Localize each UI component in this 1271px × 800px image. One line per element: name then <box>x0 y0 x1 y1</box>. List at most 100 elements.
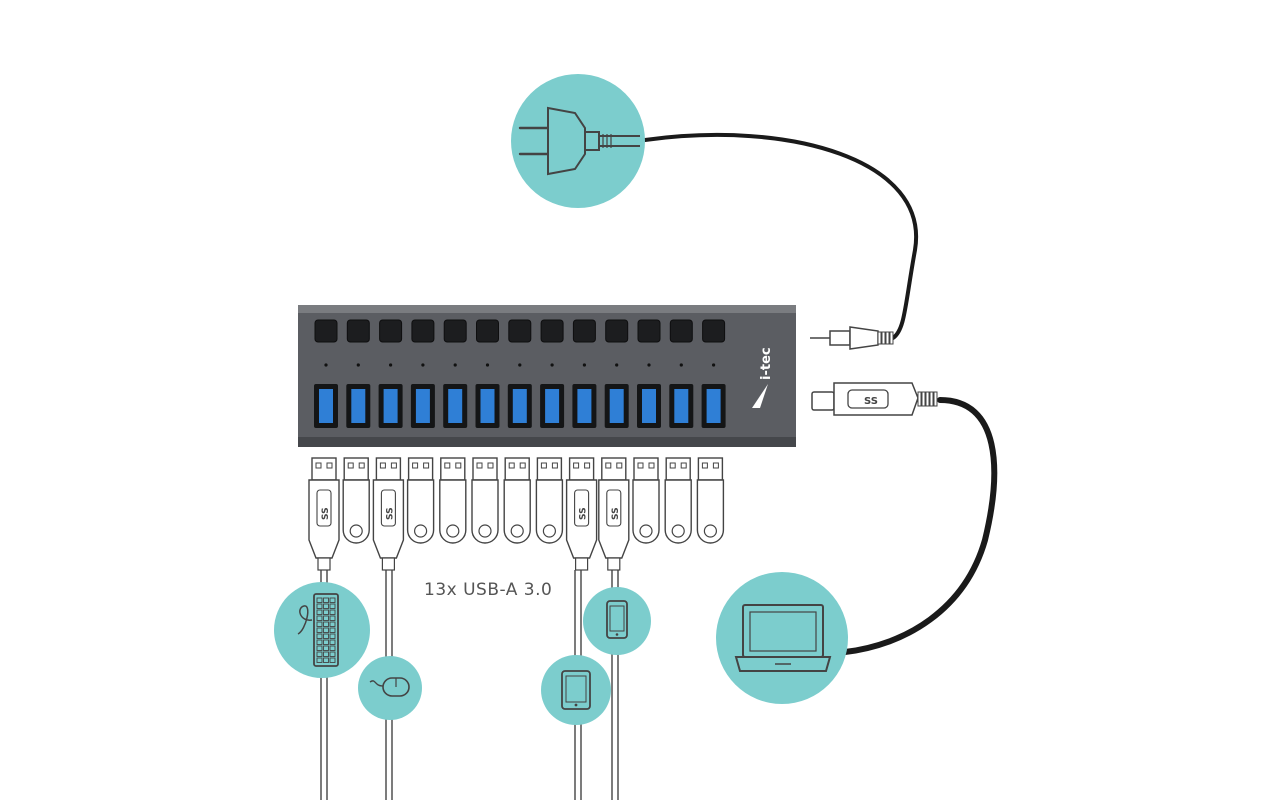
plug-contact <box>648 462 655 469</box>
plug-contact <box>315 462 322 469</box>
usb-flash-drive <box>664 457 692 544</box>
plug-badge-frame <box>380 489 396 527</box>
keyboard-key <box>323 603 329 609</box>
keyboard-key <box>316 615 323 621</box>
tablet-badge <box>541 655 611 725</box>
dc-plug-body <box>849 326 879 350</box>
port-led <box>550 363 554 367</box>
keyboard-key <box>329 633 336 639</box>
keyboard-key <box>329 651 336 657</box>
keyboard-key <box>323 657 329 663</box>
brand-swoosh-icon <box>752 384 768 408</box>
keyboard-key <box>316 645 323 651</box>
plug-tip <box>472 457 498 481</box>
dc-strain-relief <box>877 331 882 345</box>
plug-tip <box>633 457 659 481</box>
port-led <box>485 363 490 367</box>
usb-a-cable-plug: SS <box>565 457 598 571</box>
plug-contact <box>326 462 333 469</box>
drive-body <box>406 479 435 544</box>
power-plug-icon <box>518 106 640 176</box>
usb-flash-drive <box>632 457 660 544</box>
smartphone-icon <box>606 600 628 639</box>
plug-contact <box>358 462 365 469</box>
keyboard-key <box>329 627 336 633</box>
keyboard-key <box>329 645 336 651</box>
port-switch <box>572 319 596 343</box>
usb-port-tongue <box>545 389 560 423</box>
usb-port-tongue <box>448 389 463 423</box>
power-plug-badge <box>511 74 645 208</box>
plug-housing <box>547 106 586 176</box>
mouse-icon <box>369 677 410 697</box>
keyboard-key <box>316 597 323 603</box>
keyboard-cord <box>297 605 313 635</box>
hub-top-edge <box>298 305 796 313</box>
usb-b-badge: SS <box>864 396 878 407</box>
plug-tip <box>440 457 466 481</box>
plug-strain-relief <box>607 557 621 571</box>
keyboard-key <box>316 621 323 627</box>
usb-flash-drive <box>439 457 467 544</box>
plug-contact <box>347 462 354 469</box>
keyboard-key <box>323 621 329 627</box>
plug-contact <box>616 462 623 469</box>
plug-neck <box>584 131 600 151</box>
usb-port-tongue <box>609 389 624 423</box>
usb-port-tongue <box>577 389 592 423</box>
port-led <box>356 363 360 367</box>
keyboard-key <box>323 633 329 639</box>
plug-contact <box>637 462 644 469</box>
port-led <box>453 363 457 367</box>
usb-a-cable-plug: SS <box>598 457 630 571</box>
smartphone-badge <box>583 587 651 655</box>
usb-b-badge-frame <box>847 389 889 409</box>
plug-contact <box>412 462 419 469</box>
port-switch <box>605 319 629 343</box>
port-switch <box>411 319 435 343</box>
port-led <box>615 363 619 367</box>
port-led <box>324 363 328 367</box>
port-led <box>712 363 716 367</box>
drive-body <box>664 479 692 544</box>
usb-flash-drive <box>535 457 564 544</box>
usb-a-cable-plug: SS <box>372 457 405 571</box>
plug-badge-frame <box>606 489 622 527</box>
usb-flash-drive <box>406 457 435 544</box>
drive-body <box>632 479 660 544</box>
drive-ring-hole <box>414 524 428 538</box>
keyboard-key <box>329 639 336 645</box>
dc-strain-relief <box>885 331 890 345</box>
usb-port-tongue <box>415 389 430 423</box>
plug-tip <box>568 457 595 481</box>
drive-body <box>503 479 531 544</box>
plug-contact <box>712 462 719 469</box>
plug-strain-relief <box>317 557 331 571</box>
dc-strain-relief <box>881 331 886 345</box>
drive-ring-hole <box>510 524 524 538</box>
keyboard-key <box>316 651 323 657</box>
plug-tip <box>375 457 402 481</box>
usb-port-tongue <box>383 389 398 423</box>
port-switch <box>637 319 661 343</box>
plug-contact <box>540 462 547 469</box>
plug-contact <box>390 462 397 469</box>
plug-tip <box>343 457 369 481</box>
phone-home-button <box>615 633 619 636</box>
dc-barrel <box>829 330 851 346</box>
plug-strain-relief <box>381 557 395 571</box>
port-led <box>679 363 683 367</box>
plug-contact <box>551 462 558 469</box>
drive-ring-hole <box>639 524 653 538</box>
drive-body <box>439 479 467 544</box>
drive-body <box>471 479 499 544</box>
plug-badge-frame <box>574 489 590 527</box>
usb-host-cable <box>842 397 998 655</box>
usb-a-cable-plug: SS <box>308 457 340 571</box>
keyboard-key <box>323 597 329 603</box>
port-switch <box>346 319 370 343</box>
plug-tip <box>504 457 530 481</box>
power-cable <box>643 133 919 340</box>
drive-ring-hole <box>478 524 492 538</box>
